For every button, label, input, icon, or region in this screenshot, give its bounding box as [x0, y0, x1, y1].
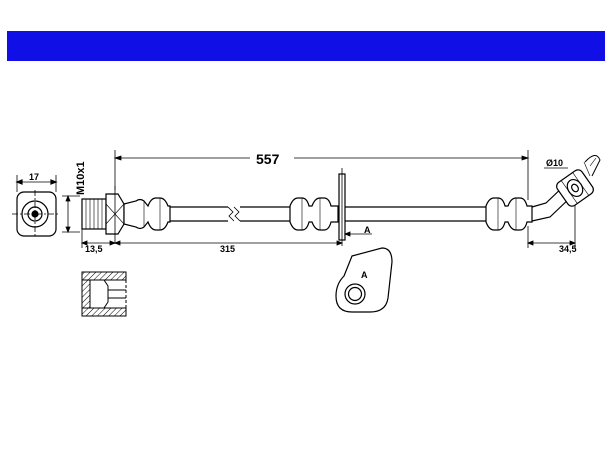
fitting-section-detail: [81, 271, 127, 317]
thread-dimension: [62, 194, 80, 234]
wrench-size-label: 17: [29, 172, 39, 182]
brake-hose-side-view: [81, 155, 601, 246]
banjo-diameter-label: Ø10: [546, 158, 563, 168]
bracket-marker-label: A: [364, 225, 371, 235]
header-banner: [7, 31, 605, 61]
part-number: 24.5265-0557.3: [150, 2, 312, 27]
thread-label: M10x1: [75, 161, 87, 195]
overall-length-dimension: [113, 150, 530, 200]
overall-length-label: 557: [256, 151, 280, 167]
bracket-detail: [335, 247, 393, 313]
bracket-distance-label: 315: [220, 244, 235, 254]
hex-fitting-end-view: [12, 175, 60, 238]
lower-dimensions: [80, 205, 577, 248]
bracket-detail-label: A: [361, 270, 368, 280]
fitting-length-label: 13,5: [85, 244, 103, 254]
overall-length-label-bg: [250, 150, 294, 166]
banjo-offset-label: 34,5: [559, 244, 577, 254]
reference-number: 330928: [376, 2, 453, 27]
